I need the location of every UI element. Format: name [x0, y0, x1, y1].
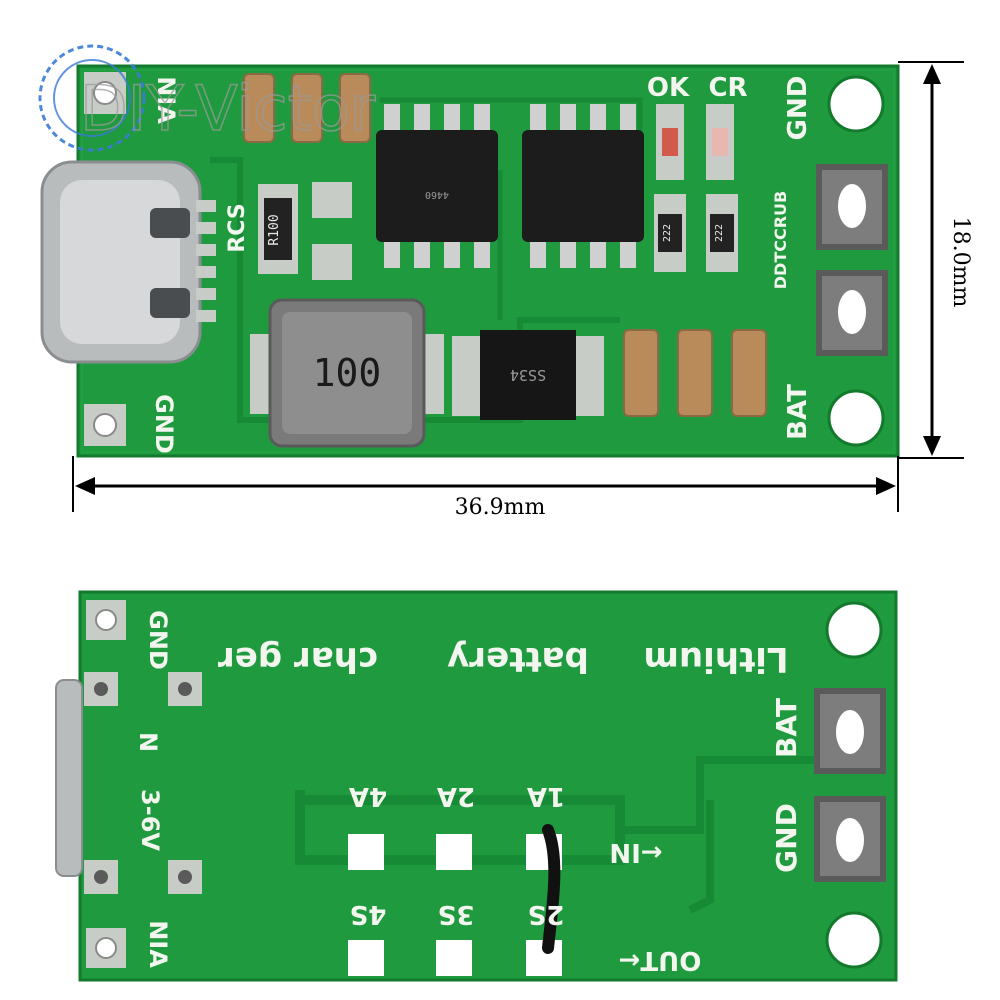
- label-lithium: Lithium: [643, 639, 788, 679]
- label-2s: 2S: [528, 899, 565, 929]
- hole-bottom-bottom-right: [825, 911, 883, 969]
- diode-mark: SS34: [510, 366, 546, 384]
- resistor-rcs-mark: R100: [267, 214, 282, 245]
- label-ok: OK: [647, 73, 690, 103]
- hole-bottom-top-right: [825, 601, 883, 659]
- pcb-bottom-board: [78, 590, 898, 982]
- hole-bat-top: [827, 389, 885, 447]
- capacitor: [623, 329, 659, 417]
- label-gnd-bottom-left: GND: [144, 610, 172, 670]
- capacitor: [731, 329, 767, 417]
- label-charger: char ger: [218, 639, 378, 679]
- pcb-bottom-view: Lithium battery char ger GND N 3-6V NIA …: [55, 590, 898, 982]
- pad-4a: [348, 834, 384, 870]
- inductor: 100: [250, 298, 444, 448]
- watermark-text: DIY-Victor: [80, 72, 376, 145]
- label-3s: 3S: [438, 899, 475, 929]
- label-gnd-top-left: GND: [150, 394, 178, 454]
- pad-4s: [348, 940, 384, 976]
- label-gnd-bottom-right: GND: [770, 803, 803, 873]
- pcb-top-view: R100 RCS 4460: [40, 64, 900, 458]
- capacitor: [243, 73, 275, 143]
- capacitor: [677, 329, 713, 417]
- dimension-width: 36.9mm: [455, 495, 546, 520]
- hole-gnd-top-right: [827, 75, 885, 133]
- dimension-markers: 18.0mm 36.9mm: [72, 61, 973, 520]
- resistor-222-a-mark: 222: [662, 224, 673, 242]
- label-bat-bottom: BAT: [770, 698, 803, 758]
- label-in-bottom: NIA: [144, 920, 172, 968]
- label-2a: 2A: [437, 781, 475, 811]
- label-1a: 1A: [527, 781, 565, 811]
- label-gnd-top-right: GND: [783, 76, 813, 141]
- label-n: N: [134, 732, 162, 752]
- label-battery: battery: [447, 639, 589, 679]
- ic-left-mark: 4460: [425, 189, 449, 200]
- inductor-mark: 100: [313, 351, 382, 395]
- label-in-top: NIA: [152, 76, 180, 124]
- capacitor: [291, 73, 323, 143]
- label-4a: 4A: [349, 781, 387, 811]
- dimension-height: 18.0mm: [948, 217, 973, 308]
- pad-3s: [436, 940, 472, 976]
- label-in-arrow: ←IN: [609, 837, 662, 867]
- pad-2a: [436, 834, 472, 870]
- label-4s: 4S: [350, 899, 387, 929]
- label-code: DDTCCRUB: [771, 191, 790, 289]
- watermark-logo: DIY-Victor: [38, 44, 377, 152]
- ic-left: 4460: [376, 104, 498, 268]
- label-out-arrow: OUT←: [619, 945, 702, 975]
- label-cr: CR: [708, 73, 747, 103]
- solder-jumper: [542, 824, 561, 954]
- label-voltage: 3-6V: [136, 789, 164, 851]
- capacitor: [339, 73, 371, 143]
- ic-right: [522, 104, 644, 268]
- label-bat-top: BAT: [783, 384, 813, 440]
- label-rcs: RCS: [225, 203, 250, 252]
- resistor-222-b-mark: 222: [714, 224, 725, 242]
- diode: SS34: [452, 330, 604, 420]
- usb-c-connector: [40, 160, 216, 364]
- usb-c-edge: [55, 679, 83, 877]
